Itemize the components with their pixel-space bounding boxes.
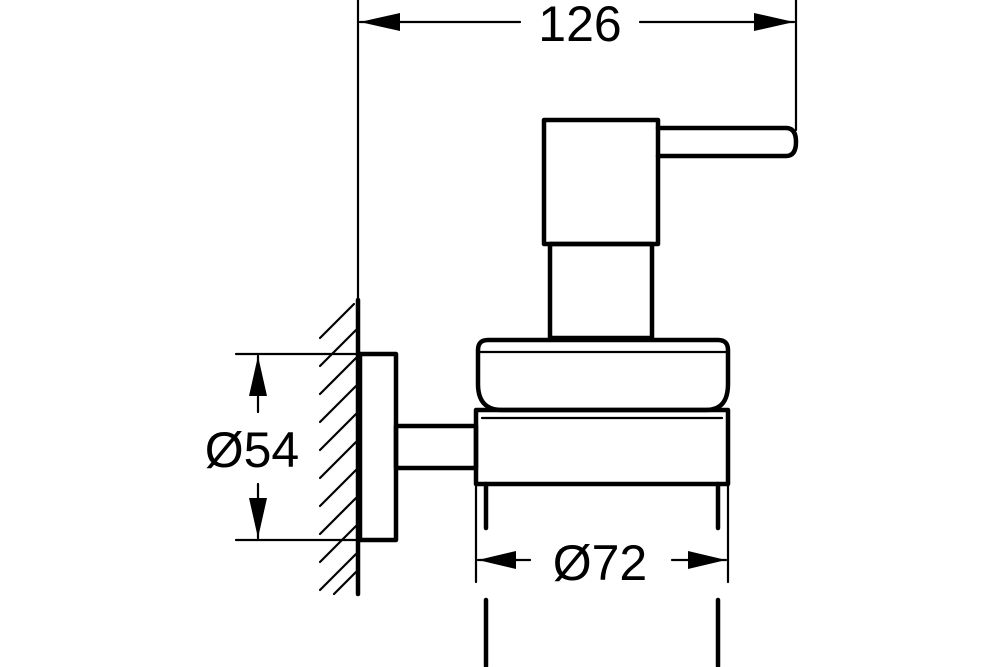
width-dimension: 126 (358, 0, 796, 52)
holder-ring (473, 407, 731, 487)
base-arrow-bottom (249, 498, 267, 538)
wall-hatching (318, 297, 361, 597)
container-lid (475, 337, 731, 413)
wall-base-plate (357, 351, 399, 543)
pump-stem (547, 241, 655, 341)
pump-nozzle (655, 125, 799, 159)
pump-head (541, 117, 799, 341)
base-diameter-dimension: Ø54 (205, 352, 358, 542)
width-label: 126 (538, 0, 621, 52)
glass-diameter-dimension: Ø72 (474, 482, 730, 591)
hatch-lines (318, 302, 358, 596)
width-arrow-left (360, 13, 400, 31)
holder-arm (393, 423, 479, 471)
width-arrow-right (754, 13, 794, 31)
base-diameter-label: Ø54 (205, 422, 300, 478)
glass-arrow-left (478, 551, 516, 569)
glass-container (483, 481, 721, 667)
glass-arrow-right (688, 551, 726, 569)
glass-diameter-label: Ø72 (553, 535, 648, 591)
base-arrow-top (249, 356, 267, 396)
pump-cap (541, 117, 661, 247)
